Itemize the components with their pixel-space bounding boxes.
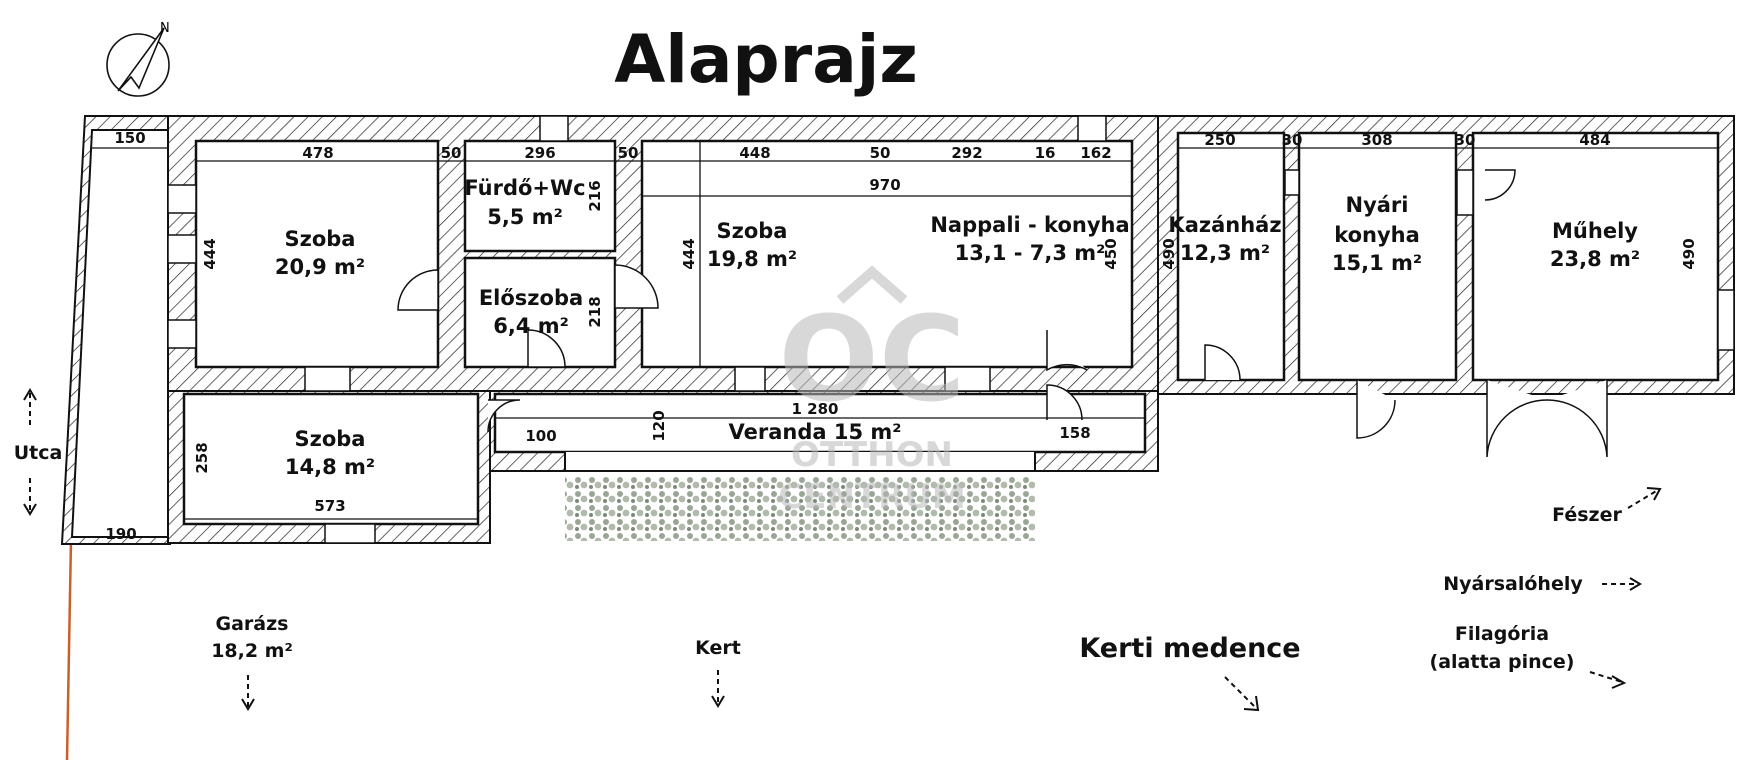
feszer-arrow-icon	[1627, 487, 1662, 509]
svg-text:490: 490	[1680, 238, 1698, 269]
svg-text:CENTRUM: CENTRUM	[778, 477, 965, 517]
room-eloszoba-name: Előszoba	[479, 286, 583, 310]
svg-text:158: 158	[1059, 424, 1090, 442]
garden-plants	[565, 475, 1035, 541]
svg-text:478: 478	[302, 144, 333, 162]
filagoria-arrow-icon	[1589, 671, 1627, 689]
room-nappali-area: 13,1 - 7,3 m²	[955, 241, 1106, 265]
nyarsalohely-arrow-icon	[1602, 577, 1642, 591]
room-szoba-3-name: Szoba	[295, 427, 366, 451]
garage-strip	[60, 115, 171, 545]
garazs-label: Garázs	[216, 613, 289, 635]
svg-text:258: 258	[193, 442, 211, 473]
kert-arrow-icon	[711, 670, 725, 708]
room-nappali-name: Nappali - konyha	[930, 213, 1129, 237]
room-veranda-name: Veranda 15 m²	[729, 420, 902, 444]
svg-text:16: 16	[1035, 144, 1056, 162]
svg-text:N: N	[160, 21, 170, 36]
svg-text:OTTHON: OTTHON	[791, 435, 953, 475]
room-furdo-name: Fürdő+Wc	[464, 176, 585, 200]
page-title: Alaprajz	[614, 21, 918, 98]
svg-text:190: 190	[105, 525, 136, 543]
room-nyari-konyha-area: 15,1 m²	[1332, 251, 1422, 275]
filagoria-note: (alatta pince)	[1430, 651, 1575, 673]
garazs-arrow-icon	[241, 675, 255, 711]
kert-label: Kert	[695, 637, 741, 659]
garazs-area: 18,2 m²	[211, 640, 293, 662]
svg-text:150: 150	[114, 129, 145, 147]
nyarsalohely-label: Nyársalóhely	[1443, 573, 1583, 595]
svg-text:250: 250	[1204, 131, 1235, 149]
svg-text:50: 50	[870, 144, 891, 162]
room-szoba-2-name: Szoba	[717, 219, 788, 243]
svg-text:484: 484	[1579, 131, 1610, 149]
room-furdo-area: 5,5 m²	[487, 205, 563, 229]
svg-text:216: 216	[586, 180, 604, 211]
svg-text:444: 444	[680, 238, 698, 269]
svg-text:50: 50	[441, 144, 462, 162]
svg-text:100: 100	[525, 427, 556, 445]
filagoria-label: Filagória	[1455, 623, 1549, 645]
svg-text:450: 450	[1102, 238, 1120, 269]
kerti-medence-arrow-icon	[1224, 676, 1260, 712]
room-nyari-konyha-name: Nyári	[1346, 193, 1409, 217]
feszer-label: Fészer	[1552, 504, 1622, 526]
room-muhely-area: 23,8 m²	[1550, 247, 1640, 271]
kerti-medence-label: Kerti medence	[1079, 633, 1300, 664]
svg-text:296: 296	[524, 144, 555, 162]
svg-text:308: 308	[1361, 131, 1392, 149]
dimension-labels: 150 478 50 296 50 448 50 292 16 162 970 …	[105, 129, 1698, 543]
svg-text:490: 490	[1160, 238, 1178, 269]
svg-text:573: 573	[314, 497, 345, 515]
main-house-walls	[167, 115, 1159, 544]
room-nyari-konyha-name2: konyha	[1334, 223, 1420, 247]
room-muhely-name: Műhely	[1552, 219, 1638, 243]
room-eloszoba-area: 6,4 m²	[493, 314, 569, 338]
svg-text:50: 50	[618, 144, 639, 162]
room-szoba-1-area: 20,9 m²	[275, 255, 365, 279]
svg-text:30: 30	[1455, 131, 1476, 149]
street-label-group: Utca	[14, 388, 63, 516]
svg-text:448: 448	[739, 144, 770, 162]
utca-label: Utca	[14, 442, 63, 464]
compass-icon: N	[106, 21, 170, 97]
door-swings	[397, 169, 1608, 458]
room-kazanhaz-name: Kazánház	[1168, 213, 1281, 237]
svg-text:OC: OC	[779, 290, 966, 428]
svg-text:292: 292	[951, 144, 982, 162]
svg-text:1 280: 1 280	[792, 400, 839, 418]
dimension-lines	[90, 141, 1718, 520]
svg-text:970: 970	[869, 176, 900, 194]
svg-text:30: 30	[1282, 131, 1303, 149]
otthon-centrum-watermark: OC OTTHON CENTRUM	[778, 265, 966, 517]
svg-text:444: 444	[201, 238, 219, 269]
room-szoba-2-area: 19,8 m²	[707, 247, 797, 271]
svg-text:162: 162	[1080, 144, 1111, 162]
room-szoba-1-name: Szoba	[285, 227, 356, 251]
room-szoba-3-area: 14,8 m²	[285, 455, 375, 479]
room-kazanhaz-area: 12,3 m²	[1180, 241, 1270, 265]
svg-text:120: 120	[650, 410, 668, 441]
svg-text:218: 218	[586, 296, 604, 327]
